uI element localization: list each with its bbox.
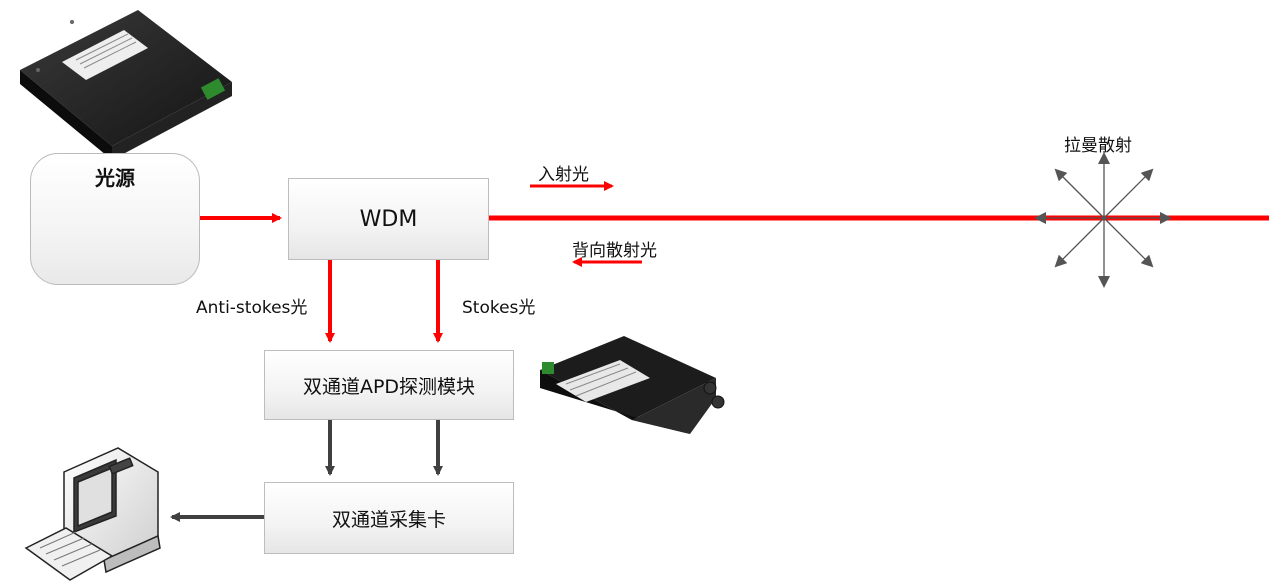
light-source-label: 光源	[95, 166, 135, 190]
anti-stokes-label: Anti-stokes光	[196, 298, 308, 318]
apd-module-image	[540, 336, 725, 434]
daq-card-box: 双通道采集卡	[264, 482, 514, 554]
stokes-label: Stokes光	[462, 298, 536, 318]
wdm-label: WDM	[359, 206, 418, 232]
wdm-box: WDM	[288, 178, 489, 260]
backscatter-light-label: 背向散射光	[572, 241, 657, 261]
apd-detector-box: 双通道APD探测模块	[264, 350, 514, 420]
computer-icon	[24, 447, 161, 581]
laser-module-image	[20, 10, 232, 160]
apd-label: 双通道APD探测模块	[302, 375, 476, 398]
light-source-box: 光源	[30, 153, 200, 285]
daq-label: 双通道采集卡	[331, 508, 446, 531]
raman-scattering-label: 拉曼散射	[1064, 136, 1132, 156]
raman-scatter-arrows	[1034, 152, 1172, 288]
incident-light-label: 入射光	[538, 165, 589, 185]
